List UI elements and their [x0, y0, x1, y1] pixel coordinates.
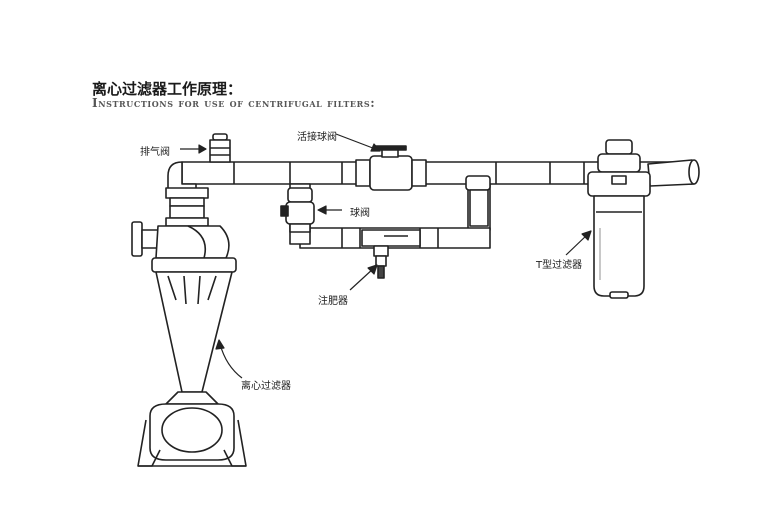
label-fertilizer-injector: 注肥器	[318, 296, 348, 307]
air-valve	[209, 133, 231, 163]
label-centrifugal-filter: 离心过滤器	[241, 381, 291, 392]
label-union-ball-valve: 活接球阀	[297, 132, 337, 143]
label-air-valve: 排气阀	[140, 147, 170, 158]
outlet-pipe	[647, 159, 700, 187]
diagram-title: 离心过滤器工作原理：	[92, 80, 243, 98]
diagram-subtitle: Instructions for use of centrifugal filt…	[92, 96, 376, 110]
ball-valve	[280, 187, 315, 233]
t-filter	[587, 139, 651, 299]
union-ball-valve	[355, 145, 427, 191]
callout-arrows	[180, 133, 592, 379]
label-ball-valve: 球阀	[350, 208, 370, 219]
label-t-filter: T型过滤器	[536, 260, 583, 271]
fertilizer-injector	[361, 229, 421, 279]
centrifugal-filter	[131, 161, 247, 467]
